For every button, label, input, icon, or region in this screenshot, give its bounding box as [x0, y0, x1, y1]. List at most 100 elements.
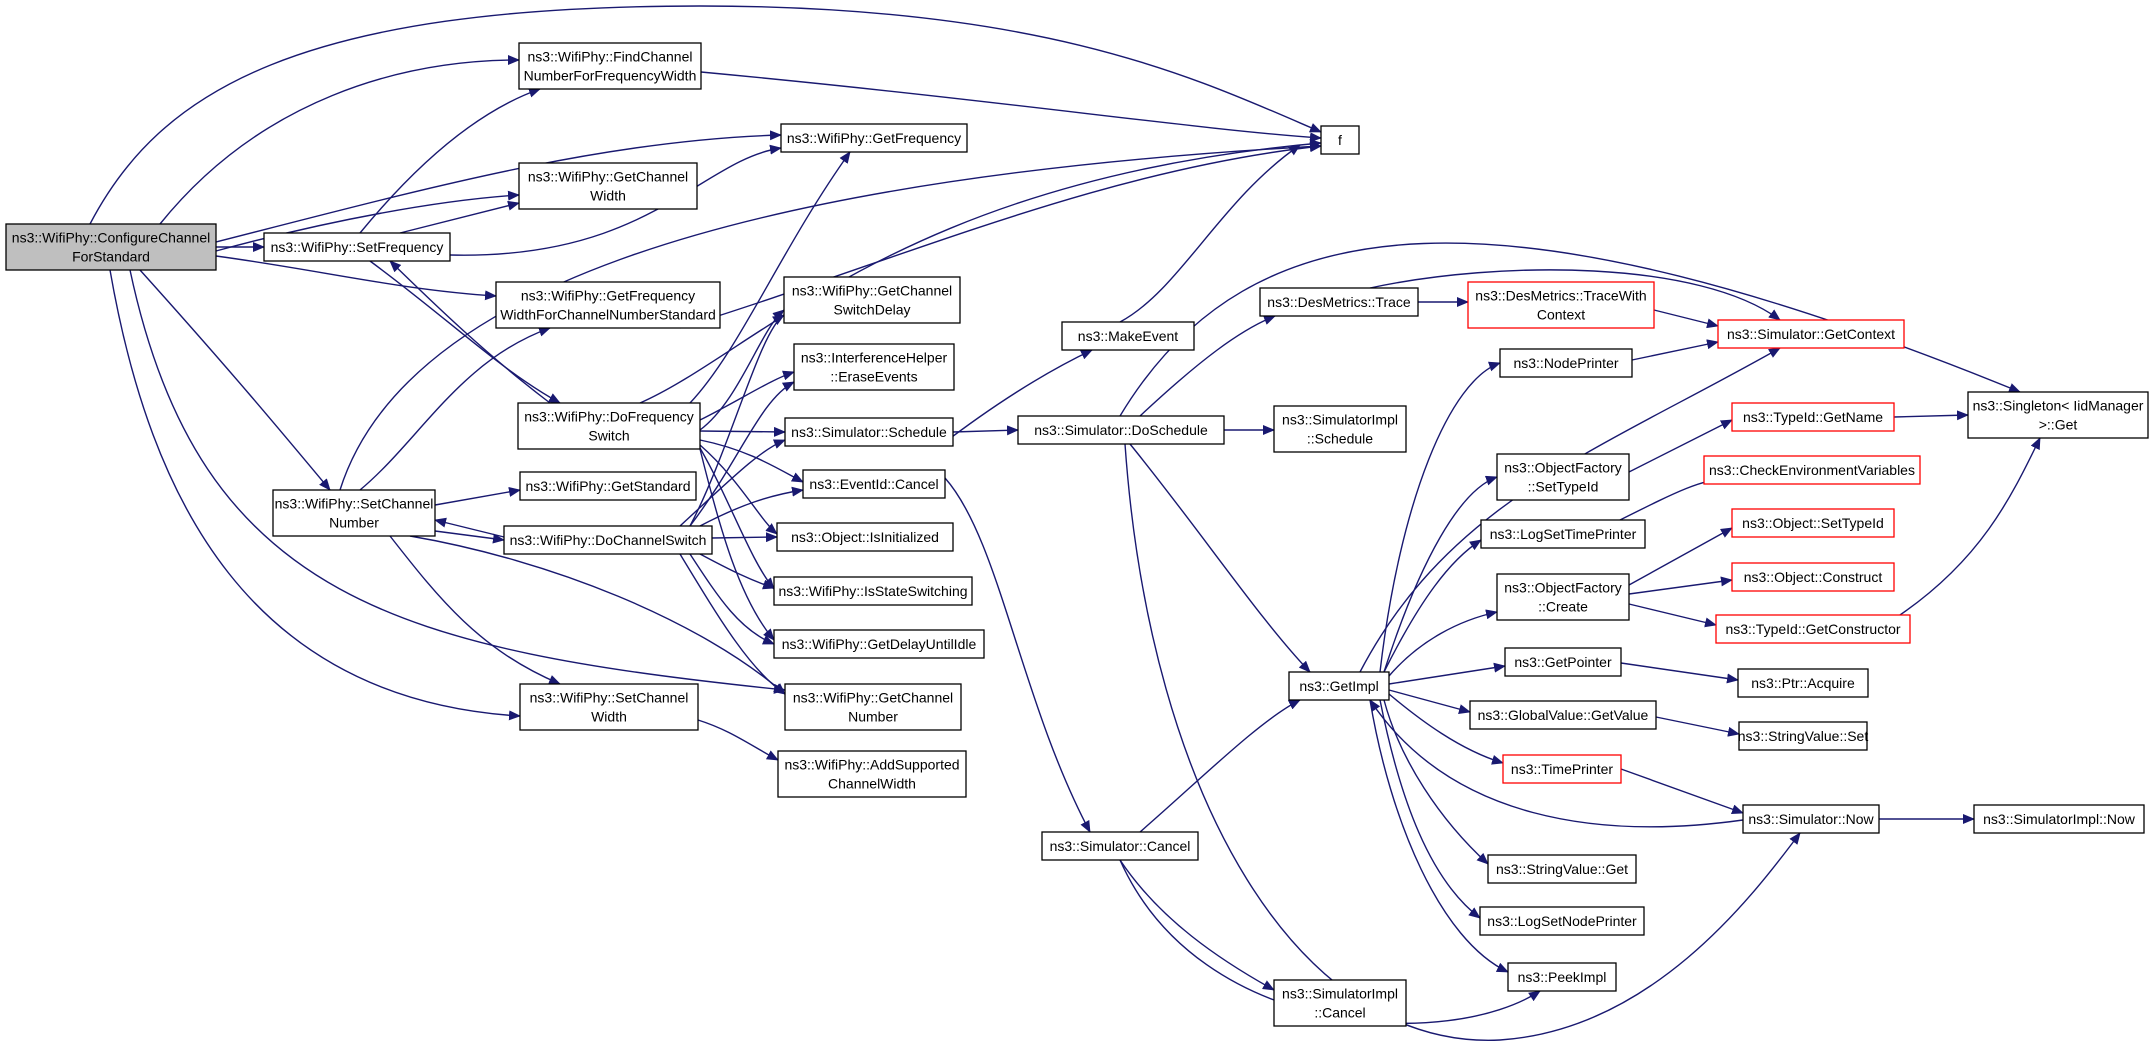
node-label: ns3::MakeEvent [1078, 328, 1178, 344]
node-box [519, 471, 697, 501]
node-implnow[interactable]: ns3::SimulatorImpl::Now [1973, 804, 2145, 834]
node-acquire[interactable]: ns3::Ptr::Acquire [1737, 668, 1869, 698]
node-label: ns3::StringValue::Set [1738, 728, 1869, 744]
node-label: ns3::WifiPhy::GetDelayUntilIdle [782, 636, 977, 652]
edge-dochswitch-to-setchnum [434, 517, 505, 538]
node-label: ns3::Simulator::Cancel [1050, 838, 1191, 854]
edge-configure-to-findchan [159, 55, 520, 225]
node-doschedule[interactable]: ns3::Simulator::DoSchedule [1017, 415, 1225, 445]
node-makeevent[interactable]: ns3::MakeEvent [1061, 321, 1195, 351]
node-logsettime[interactable]: ns3::LogSetTimePrinter [1480, 519, 1646, 549]
edge-configure-to-f [89, 5, 1322, 225]
edge-configure-to-getfreq [215, 130, 782, 243]
edge-setchnum-to-getstandard [434, 486, 521, 506]
node-box [5, 223, 217, 271]
edge-setchnum-to-setchwidth [389, 535, 561, 685]
node-box [1967, 391, 2149, 439]
node-simcancel[interactable]: ns3::Simulator::Cancel [1041, 831, 1199, 861]
edge-getimpl-to-ofsettypeid [1383, 475, 1498, 673]
node-setfreq[interactable]: ns3::WifiPhy::SetFrequency [263, 232, 451, 262]
node-box [1742, 804, 1880, 834]
node-box [1467, 281, 1655, 329]
node-label: ns3::WifiPhy::SetChannel [275, 496, 434, 512]
edge-dofreq-to-setfreq [389, 260, 551, 404]
node-getname[interactable]: ns3::TypeId::GetName [1731, 402, 1895, 432]
node-box [272, 489, 436, 537]
node-ofsettypeid[interactable]: ns3::ObjectFactory::SetTypeId [1496, 453, 1630, 501]
node-simnow[interactable]: ns3::Simulator::Now [1742, 804, 1880, 834]
node-getstandard[interactable]: ns3::WifiPhy::GetStandard [519, 471, 697, 501]
node-isinit[interactable]: ns3::Object::IsInitialized [776, 522, 954, 552]
edge-setchnum-to-dochswitch [434, 530, 505, 544]
edge-setfreq-to-dofreq [369, 260, 561, 404]
node-label: ns3::WifiPhy::AddSupported [784, 757, 959, 773]
node-gvgetvalue[interactable]: ns3::GlobalValue::GetValue [1469, 700, 1657, 730]
edge-cancel-to-simcancel [944, 477, 1091, 833]
node-box [1499, 348, 1633, 378]
node-strset[interactable]: ns3::StringValue::Set [1738, 721, 1869, 751]
node-peekimpl[interactable]: ns3::PeekImpl [1507, 962, 1617, 992]
edge-setfreq-to-getchwidth [399, 200, 520, 234]
node-checkenv[interactable]: ns3::CheckEnvironmentVariables [1703, 455, 1921, 485]
node-box [793, 343, 955, 391]
node-label: ::SetTypeId [1528, 479, 1599, 495]
node-timeprinter[interactable]: ns3::TimePrinter [1502, 754, 1622, 784]
node-label: >::Get [2039, 417, 2078, 433]
node-box [783, 276, 961, 324]
node-construct[interactable]: ns3::Object::Construct [1731, 562, 1895, 592]
node-implcancel[interactable]: ns3::SimulatorImpl::Cancel [1273, 979, 1407, 1027]
node-strget[interactable]: ns3::StringValue::Get [1487, 854, 1637, 884]
node-box [495, 281, 721, 329]
edge-getimpl-to-peekimpl [1369, 699, 1509, 973]
edge-doschedule-to-getimpl [1129, 443, 1311, 673]
node-objsettypeid[interactable]: ns3::Object::SetTypeId [1731, 508, 1895, 538]
node-getconstructor[interactable]: ns3::TypeId::GetConstructor [1715, 614, 1911, 644]
node-getpointer[interactable]: ns3::GetPointer [1504, 647, 1622, 677]
edge-desmetrics-to-getcontext [1369, 269, 1781, 321]
node-nodeprinter[interactable]: ns3::NodePrinter [1499, 348, 1633, 378]
node-desmetrics[interactable]: ns3::DesMetrics::Trace [1259, 287, 1419, 317]
node-implschedule[interactable]: ns3::SimulatorImpl::Schedule [1273, 405, 1407, 453]
node-isswitching[interactable]: ns3::WifiPhy::IsStateSwitching [773, 576, 973, 606]
node-configure[interactable]: ns3::WifiPhy::ConfigureChannelForStandar… [5, 223, 217, 271]
edge-getimpl-to-strget [1383, 699, 1489, 865]
node-label: ns3::Object::SetTypeId [1742, 515, 1884, 531]
node-label: ns3::TypeId::GetName [1743, 409, 1883, 425]
node-erase[interactable]: ns3::InterferenceHelper::EraseEvents [793, 343, 955, 391]
node-box [519, 683, 699, 731]
node-label: ns3::WifiPhy::GetFrequency [521, 288, 695, 304]
edge-getimpl-to-getpointer [1388, 662, 1506, 685]
edge-dofreq-to-erase [699, 370, 795, 421]
node-label: ns3::InterferenceHelper [801, 350, 948, 366]
node-schedule[interactable]: ns3::Simulator::Schedule [784, 417, 954, 447]
node-logsetnode[interactable]: ns3::LogSetNodePrinter [1479, 906, 1645, 936]
node-getfreq[interactable]: ns3::WifiPhy::GetFrequency [780, 123, 968, 153]
node-singleton[interactable]: ns3::Singleton< IidManager>::Get [1967, 391, 2149, 439]
node-label: ns3::EventId::Cancel [809, 476, 938, 492]
node-getfreqwidth[interactable]: ns3::WifiPhy::GetFrequencyWidthForChanne… [495, 281, 721, 329]
node-cancel[interactable]: ns3::EventId::Cancel [802, 469, 946, 499]
node-ofcreate[interactable]: ns3::ObjectFactory::Create [1496, 573, 1630, 621]
node-delayidle[interactable]: ns3::WifiPhy::GetDelayUntilIdle [773, 629, 985, 659]
node-label: ns3::GetImpl [1299, 678, 1378, 694]
node-findchan[interactable]: ns3::WifiPhy::FindChannelNumberForFreque… [518, 42, 702, 90]
node-box [784, 417, 954, 447]
node-getcontext[interactable]: ns3::Simulator::GetContext [1717, 319, 1905, 349]
node-box [503, 525, 713, 555]
node-label: ns3::WifiPhy::GetChannel [792, 283, 952, 299]
node-f[interactable]: f [1320, 125, 1360, 155]
edge-dofreq-to-cancel [699, 439, 804, 483]
node-dochswitch[interactable]: ns3::WifiPhy::DoChannelSwitch [503, 525, 713, 555]
node-label: ns3::WifiPhy::GetChannel [528, 169, 688, 185]
edge-timeprinter-to-simnow [1620, 768, 1744, 814]
edge-getconstructor-to-singleton [1899, 437, 2041, 616]
node-getimpl[interactable]: ns3::GetImpl [1288, 671, 1390, 701]
